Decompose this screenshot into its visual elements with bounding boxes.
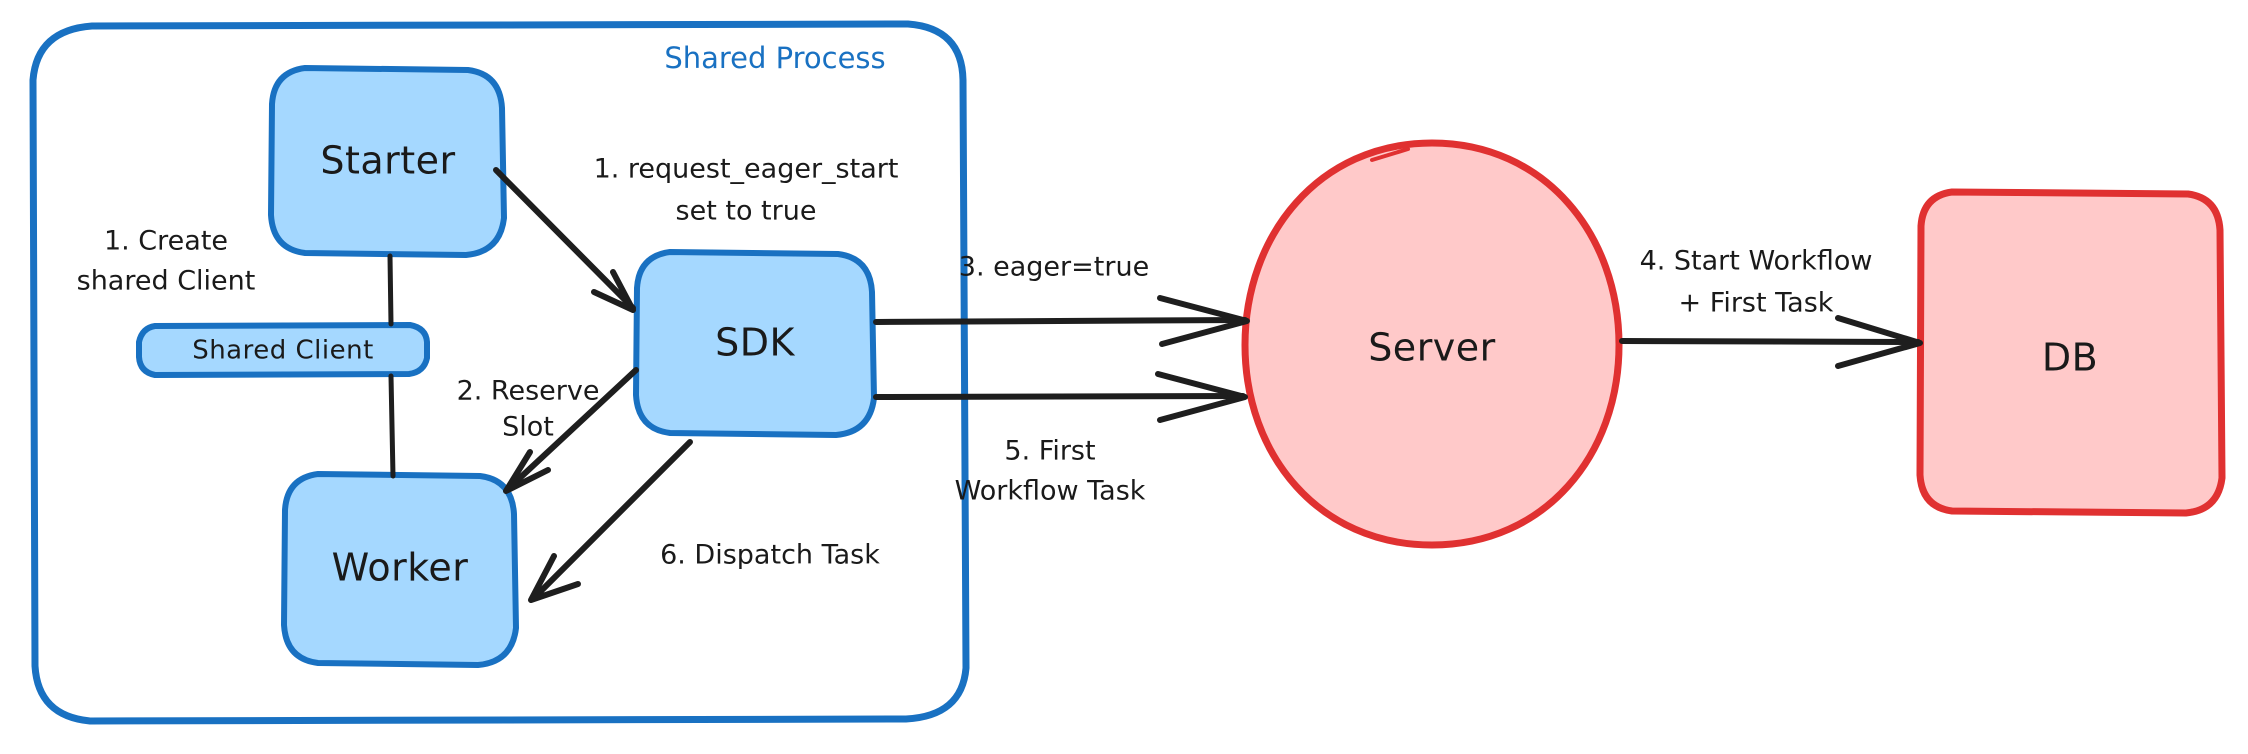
edge-label-reserve-slot-line1: 2. Reserve xyxy=(457,376,600,407)
edge-starter-sdk: 1. request_eager_start set to true xyxy=(493,154,899,313)
edge-line-2 xyxy=(505,367,639,492)
sdk-box xyxy=(633,249,877,438)
db-box xyxy=(1916,188,2226,517)
edge-server-sdk-first-task: 5. First Workflow Task xyxy=(873,371,1248,507)
node-worker[interactable]: Worker xyxy=(281,471,519,668)
node-shared-client[interactable]: Shared Client xyxy=(136,322,430,378)
edge-line-5 xyxy=(873,393,1246,400)
edge-line-client-worker xyxy=(388,373,396,479)
starter-box xyxy=(268,65,507,258)
shared-process-border xyxy=(29,20,970,725)
edge-label-first-workflow-task-line2: Workflow Task xyxy=(955,476,1146,507)
arrowhead-1 xyxy=(591,269,636,313)
edge-label-dispatch-task: 6. Dispatch Task xyxy=(660,540,880,571)
arrowhead-3 xyxy=(1157,295,1250,347)
node-starter[interactable]: Starter xyxy=(268,65,507,258)
arrowhead-5 xyxy=(1155,371,1248,423)
sdk-label: SDK xyxy=(715,321,795,365)
shared-process-group: Shared Process xyxy=(29,20,970,725)
db-label: DB xyxy=(2042,336,2098,380)
node-sdk[interactable]: SDK xyxy=(633,249,877,438)
edge-label-reserve-slot-line2: Slot xyxy=(502,412,554,443)
node-db[interactable]: DB xyxy=(1916,188,2226,517)
edge-sdk-server-eager: 3. eager=true xyxy=(873,252,1250,347)
arrowhead-6 xyxy=(528,553,581,603)
edge-line-3 xyxy=(873,317,1248,325)
arrowhead-4 xyxy=(1835,315,1923,369)
shared-process-label: Shared Process xyxy=(664,41,885,75)
edge-server-db: 4. Start Workflow + First Task xyxy=(1619,246,1923,369)
node-server[interactable]: Server xyxy=(1241,139,1623,549)
edge-label-request-eager-start-line1: 1. request_eager_start xyxy=(594,154,899,185)
edge-label-first-workflow-task-line1: 5. First xyxy=(1004,436,1095,467)
shared-client-box xyxy=(136,322,430,378)
shared-client-label: Shared Client xyxy=(192,336,374,366)
edge-line-4 xyxy=(1619,338,1921,345)
starter-label: Starter xyxy=(320,139,455,183)
server-ellipse xyxy=(1241,139,1623,549)
edge-label-create-shared-client-line2: shared Client xyxy=(77,266,256,297)
edge-sdk-worker-dispatch: 6. Dispatch Task xyxy=(528,439,880,603)
server-label: Server xyxy=(1368,326,1496,370)
edge-line-starter-client xyxy=(387,253,394,327)
arrowhead-2 xyxy=(503,449,551,494)
edge-line-6 xyxy=(531,439,693,601)
edge-label-eager-true: 3. eager=true xyxy=(959,252,1149,283)
edge-label-create-shared-client-line1: 1. Create xyxy=(104,226,228,257)
edge-label-start-workflow-line2: + First Task xyxy=(1679,288,1834,319)
server-sketch-tick xyxy=(1370,147,1410,162)
worker-label: Worker xyxy=(332,546,469,590)
edge-label-start-workflow-line1: 4. Start Workflow xyxy=(1640,246,1873,277)
edge-line-1 xyxy=(493,167,636,311)
edge-starter-shared-client: 1. Create shared Client xyxy=(77,226,396,479)
edge-sdk-worker-reserve: 2. Reserve Slot xyxy=(457,367,639,494)
worker-box xyxy=(281,471,519,668)
edge-label-request-eager-start-line2: set to true xyxy=(676,196,817,227)
